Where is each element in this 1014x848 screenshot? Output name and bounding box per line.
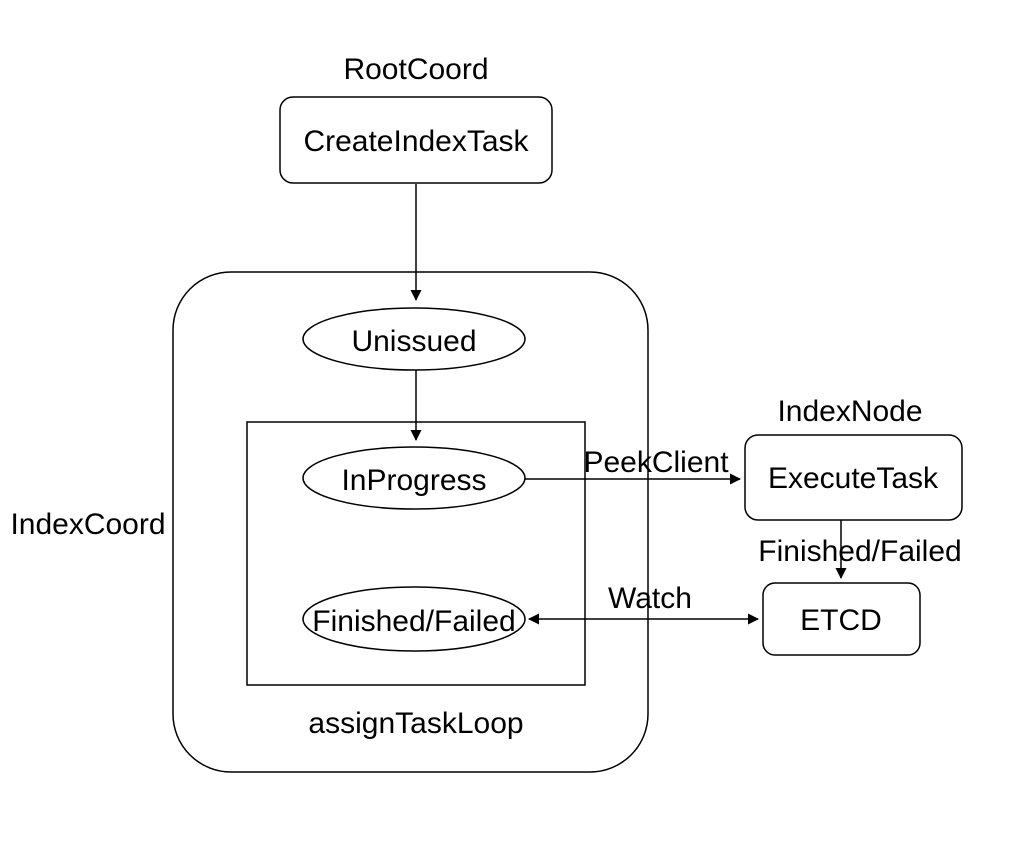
in-progress-label: InProgress [341, 464, 486, 497]
etcd-label: ETCD [800, 604, 882, 637]
in-progress-node [302, 446, 526, 510]
watch-edge-label: Watch [608, 582, 692, 615]
index-node-label: IndexNode [777, 395, 922, 428]
etcd-node [762, 582, 921, 656]
unissued-node [302, 307, 526, 371]
finished-failed-edge-label: Finished/Failed [758, 535, 961, 568]
finished-failed-state-node [302, 586, 526, 652]
index-coord-label: IndexCoord [10, 508, 165, 541]
unissued-label: Unissued [351, 325, 476, 358]
execute-task-node [744, 434, 963, 521]
assign-task-loop-label: assignTaskLoop [308, 707, 523, 740]
create-index-task-label: CreateIndexTask [303, 125, 529, 158]
peek-client-edge-label: PeekClient [583, 446, 729, 479]
create-index-task-node [279, 96, 553, 184]
execute-task-label: ExecuteTask [768, 462, 939, 495]
finished-failed-state-label: Finished/Failed [312, 605, 515, 638]
root-coord-label: RootCoord [343, 53, 488, 86]
